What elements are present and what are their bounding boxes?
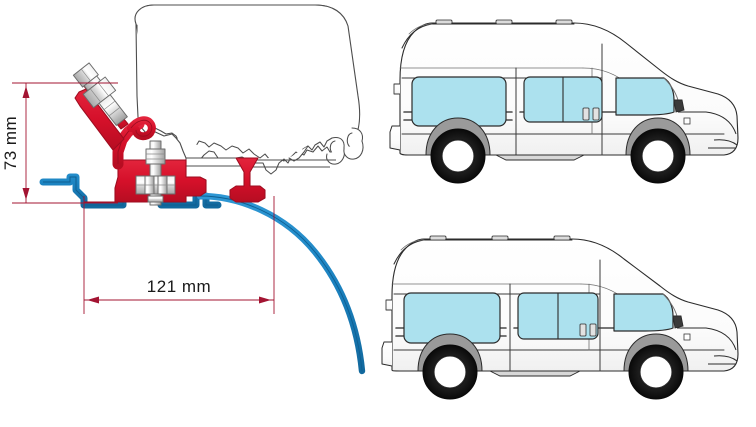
roof-curve-blue	[196, 192, 366, 375]
roof-bracket-icon	[553, 235, 571, 241]
dimension-height-73mm	[12, 82, 118, 204]
front-door-window	[613, 293, 674, 332]
van-wheels-top	[425, 117, 691, 184]
dimension-width-121mm	[83, 196, 275, 314]
van-top-view	[378, 8, 756, 213]
van-bottom-svg	[381, 235, 739, 400]
van-windows-bottom	[403, 292, 679, 344]
van-sill-top	[495, 154, 585, 161]
wing-mirror-icon	[672, 315, 684, 329]
roof-bracket-icon	[495, 19, 513, 25]
cross-section-panel: 73 mm 121 mm	[1, 4, 366, 375]
van-sill-bottom	[489, 370, 581, 377]
door-handle-icon	[683, 333, 691, 341]
cross-section-svg: 73 mm 121 mm	[1, 4, 366, 375]
dimension-height-label: 73 mm	[1, 116, 20, 170]
van-top-svg	[389, 19, 739, 184]
front-door-window	[615, 77, 675, 116]
roof-bracket-icon	[491, 235, 509, 241]
van-windows-top	[411, 76, 680, 127]
wing-mirror-icon	[673, 99, 685, 113]
van-front-bottom	[677, 327, 738, 365]
roof-bracket-icon	[429, 235, 447, 241]
dimension-width-label: 121 mm	[147, 277, 211, 296]
bracket-right-foot	[229, 157, 266, 203]
door-handle-icon	[683, 117, 691, 125]
roof-gutter-detail	[252, 127, 364, 175]
van-door-handles-top	[582, 107, 600, 121]
vehicle-roof-contour	[134, 4, 361, 164]
roof-bracket-icon	[435, 19, 453, 25]
lower-bolt-assembly	[135, 140, 176, 206]
roof-bracket-icon	[555, 19, 573, 25]
van-wheels-bottom	[417, 333, 689, 400]
van-front-top	[678, 111, 738, 149]
van-bottom-view	[368, 222, 756, 427]
van-door-handles-bottom	[579, 323, 597, 337]
